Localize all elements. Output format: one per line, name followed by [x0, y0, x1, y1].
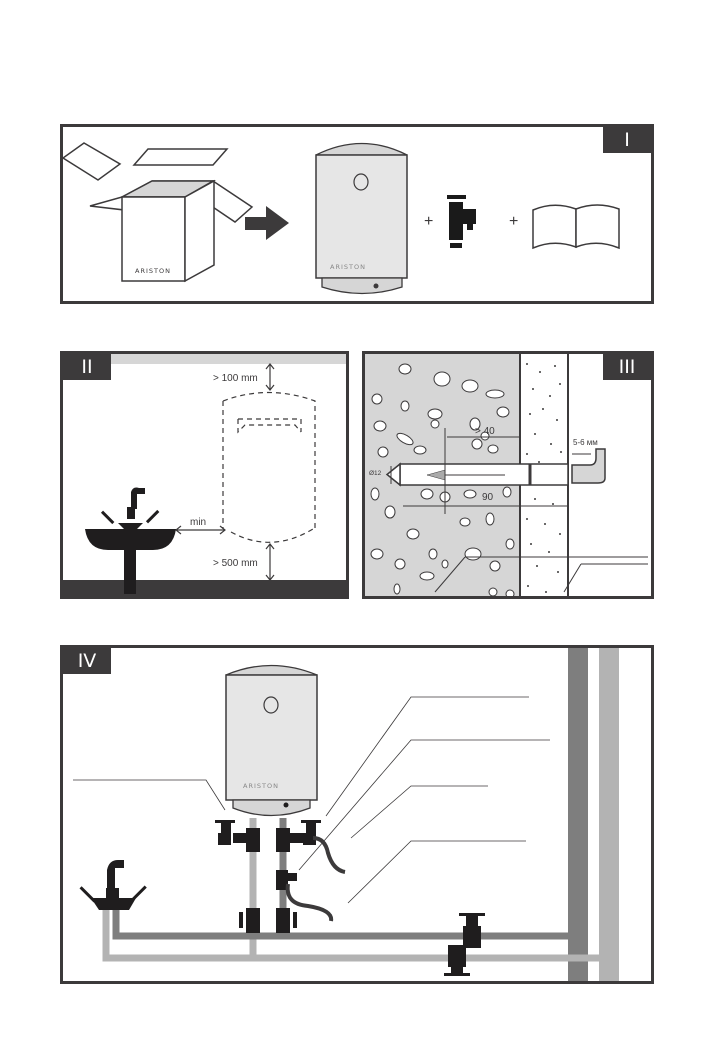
- panel-number-label: IV: [63, 648, 111, 674]
- drain-hose: [285, 883, 334, 922]
- panel-number-label: II: [63, 354, 111, 380]
- water-heater-icon: [225, 664, 318, 817]
- heater-outline: [222, 391, 316, 543]
- top-clearance-label: > 100 mm: [213, 373, 258, 384]
- heater-brand-label: ARISTON: [243, 782, 279, 790]
- dimension-arrows: [390, 428, 648, 593]
- hot-water-pipe: [112, 908, 578, 940]
- length-label: 90: [482, 492, 494, 503]
- plus-sign: +: [424, 213, 434, 230]
- clearance-illustration: [63, 354, 346, 596]
- unpacking-illustration: [63, 142, 620, 295]
- callout-lines: [73, 696, 550, 904]
- dimension-arrows: [175, 363, 275, 581]
- gap-label: 5-6 мм: [573, 438, 598, 447]
- plus-sign: +: [509, 213, 519, 230]
- plaster-speckle: [526, 363, 562, 593]
- concrete-aggregate: [370, 363, 515, 596]
- valve-fittings: [215, 820, 485, 976]
- manual-book-icon: [532, 204, 620, 250]
- wall-anchor-illustration: [365, 354, 648, 596]
- panel-unpacking: I ARISTON ARISTON + +: [60, 124, 654, 304]
- panel-plumbing: IV ARISTON: [60, 645, 654, 984]
- cold-water-pipe: [102, 908, 603, 962]
- bottom-clearance-label: > 500 mm: [213, 558, 258, 569]
- box-brand-label: ARISTON: [135, 267, 171, 275]
- water-heater-icon: [315, 142, 408, 295]
- box-icon: [63, 142, 254, 283]
- panel-clearances: II > 100 mm min > 500 mm: [60, 351, 349, 599]
- plumbing-illustration: [73, 648, 619, 981]
- heater-brand-label: ARISTON: [330, 263, 366, 271]
- panel-number-label: I: [603, 127, 651, 153]
- side-clearance-label: min: [190, 517, 207, 528]
- safety-valve-icon: [447, 195, 476, 248]
- depth-label: > 40: [475, 426, 495, 437]
- faucet-icon: [79, 860, 147, 910]
- sink-icon: [85, 487, 176, 594]
- drain-hose: [312, 836, 346, 874]
- wall-anchor-icon: [385, 462, 569, 487]
- panel-number-label: III: [603, 354, 651, 380]
- arrow-right-icon: [245, 206, 289, 240]
- panel-wall-mounting: III > 40 Ø12 90 5-6 мм: [362, 351, 654, 599]
- diameter-label: Ø12: [369, 470, 382, 477]
- bracket-hook: [571, 448, 606, 484]
